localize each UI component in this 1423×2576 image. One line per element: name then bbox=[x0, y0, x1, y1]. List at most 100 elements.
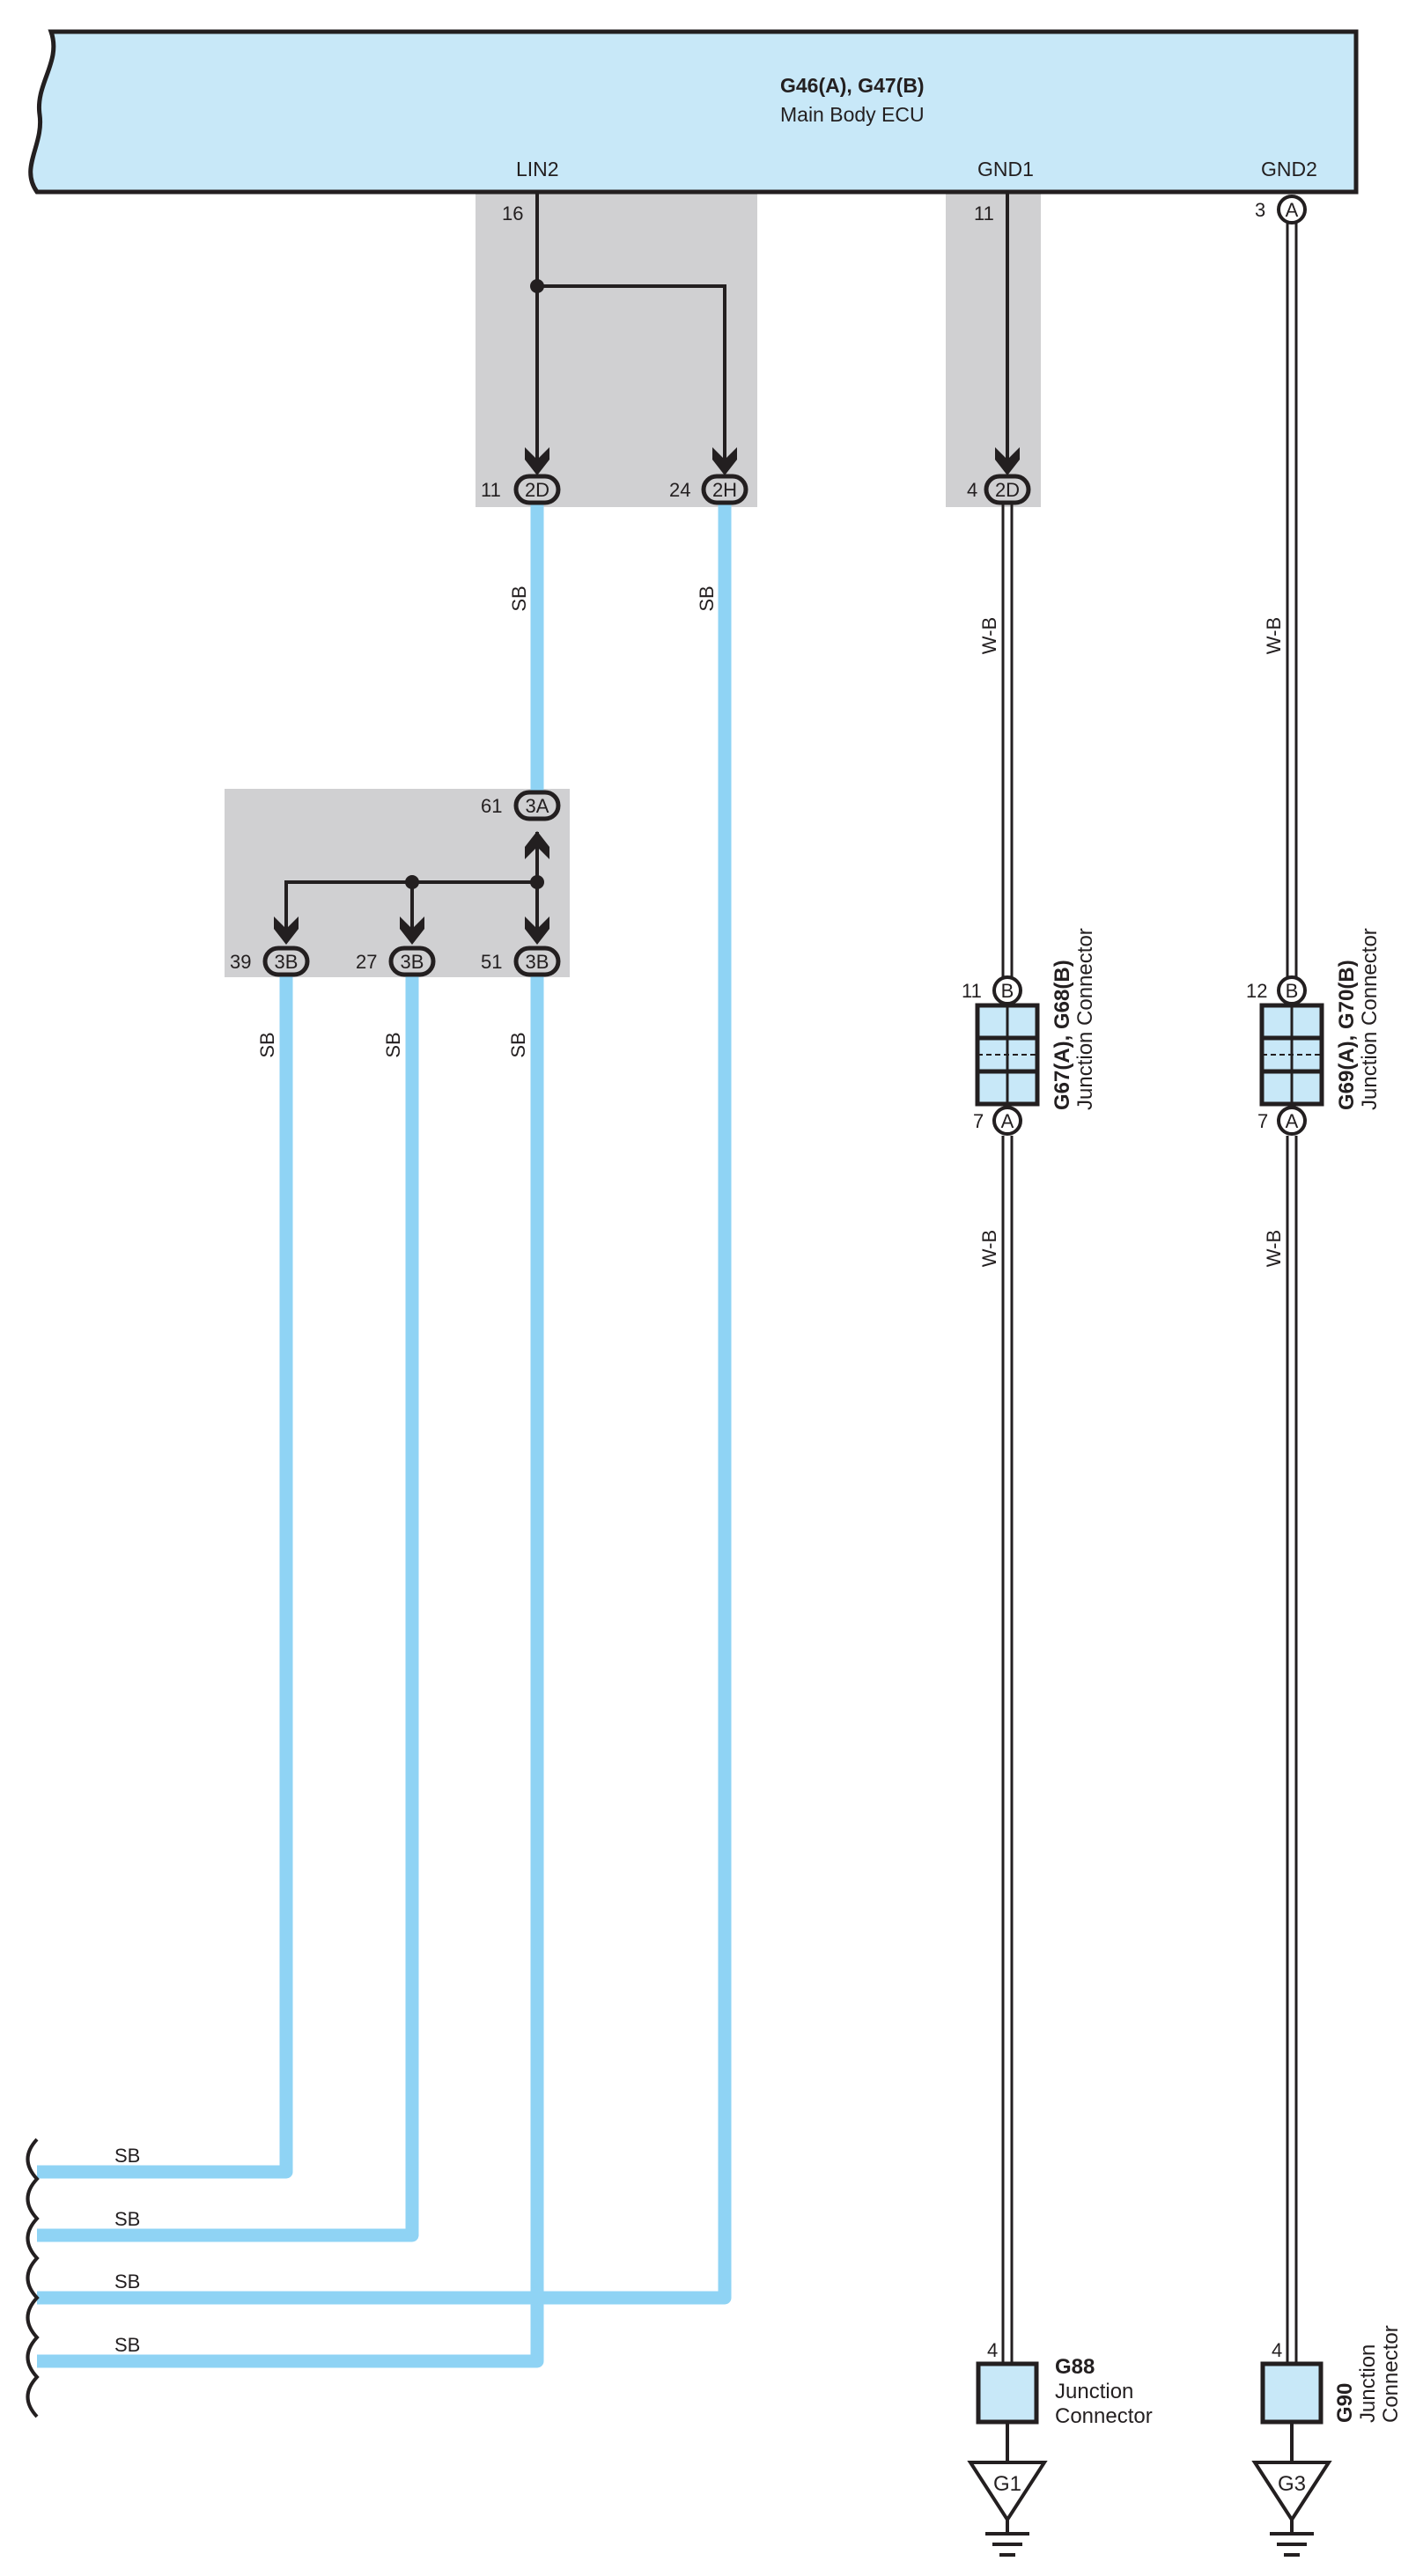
break-marker bbox=[26, 2138, 40, 2418]
sb-wire-39-out bbox=[37, 968, 293, 2179]
pin-numbers: 16 11 3 11 24 4 61 39 27 51 11 7 12 7 4 … bbox=[230, 199, 1282, 2361]
junction-name: Junction bbox=[1356, 2344, 1380, 2423]
splice-dot-3b bbox=[405, 875, 419, 889]
ecu-terminal-gnd1: GND1 bbox=[977, 158, 1034, 180]
chevron-down-icon bbox=[995, 447, 1020, 475]
junction-code: G88 bbox=[1055, 2355, 1095, 2379]
junction-block-g67 bbox=[975, 1003, 1040, 1107]
wire-color-label: SB bbox=[114, 2334, 140, 2356]
ground-label-g3: G3 bbox=[1278, 2472, 1306, 2496]
ground-label-g1: G1 bbox=[993, 2472, 1021, 2496]
junction-code: G69(A), G70(B) bbox=[1335, 960, 1359, 1110]
ecu-terminal-gnd2: GND2 bbox=[1261, 158, 1317, 180]
wire-color-labels: SB SB W-B W-B SB SB SB W-B W-B bbox=[256, 585, 1285, 1267]
chevron-down-icon bbox=[712, 447, 737, 475]
connector-code: 2H bbox=[712, 479, 737, 501]
connector-code: A bbox=[1286, 199, 1299, 221]
pin-number: 11 bbox=[481, 479, 501, 501]
connector-g67-b: B bbox=[992, 975, 1022, 1005]
chevron-down-icon bbox=[274, 916, 299, 945]
wb-wires bbox=[1001, 222, 1298, 2364]
wire-color-label: SB bbox=[696, 585, 718, 611]
pin-number: 16 bbox=[502, 202, 523, 224]
sb-wire-51-out bbox=[37, 968, 544, 2368]
connector-3b-27: 3B bbox=[388, 946, 436, 977]
wire-color-label: SB bbox=[256, 1032, 278, 1057]
splice-dot-3a bbox=[530, 875, 544, 889]
connector-code: B bbox=[1286, 980, 1299, 1002]
horizontal-wire-labels: SB SB SB SB bbox=[114, 2145, 140, 2356]
ecu-box bbox=[28, 29, 1359, 195]
pin-number: 11 bbox=[962, 980, 982, 1002]
pin-number: 4 bbox=[987, 2339, 998, 2361]
connector-code: 2D bbox=[995, 479, 1020, 501]
sb-wire-2h-out bbox=[37, 500, 732, 2305]
wire-color-label: SB bbox=[114, 2271, 140, 2293]
ecu-terminal-lin2: LIN2 bbox=[516, 158, 559, 180]
wire-color-label: SB bbox=[382, 1032, 404, 1057]
wire-color-label: SB bbox=[114, 2145, 140, 2167]
pin-number: 27 bbox=[356, 951, 377, 973]
connector-code: 3B bbox=[526, 951, 549, 973]
junction-block-g69 bbox=[1259, 1003, 1324, 1107]
connector-3b-51: 3B bbox=[513, 946, 561, 977]
wire-color-label: W-B bbox=[978, 1230, 1000, 1267]
pin-number: 24 bbox=[669, 479, 690, 501]
junction-label-g90: G90 Junction Connector bbox=[1333, 2325, 1403, 2423]
wire-color-label: SB bbox=[114, 2208, 140, 2230]
junction-name: Connector bbox=[1379, 2325, 1403, 2423]
pin-number: 7 bbox=[1257, 1110, 1268, 1132]
junction-internal-wiring bbox=[284, 192, 1009, 929]
ecu-name: Main Body ECU bbox=[780, 103, 925, 126]
junction-code: G67(A), G68(B) bbox=[1051, 960, 1074, 1110]
pin-number: 7 bbox=[973, 1110, 984, 1132]
junction-name: Connector bbox=[1055, 2404, 1153, 2428]
wire-color-label: W-B bbox=[978, 617, 1000, 654]
junction-block-shade-lin2 bbox=[476, 192, 757, 507]
junction-label-g69: G69(A), G70(B) Junction Connector bbox=[1335, 928, 1382, 1110]
sb-wire-27-out bbox=[37, 968, 419, 2242]
connector-3b-39: 3B bbox=[262, 946, 310, 977]
splice-dot-lin2 bbox=[530, 279, 544, 293]
connector-g67-a: A bbox=[992, 1106, 1022, 1136]
pin-number: 4 bbox=[967, 479, 977, 501]
splice-dots bbox=[405, 279, 544, 889]
connector-code: B bbox=[1001, 980, 1014, 1002]
chevron-down-icon bbox=[400, 916, 424, 945]
sb-wires bbox=[37, 500, 732, 2368]
pin-number: 12 bbox=[1246, 980, 1267, 1002]
chevron-down-icon bbox=[525, 916, 549, 945]
3b-branch bbox=[284, 880, 537, 929]
connector-code: 3A bbox=[526, 795, 549, 817]
connector-2d-lin2: 2D bbox=[513, 474, 561, 505]
junction-name: Junction Connector bbox=[1358, 928, 1382, 1110]
pin-number: 51 bbox=[481, 951, 502, 973]
pin-number: 11 bbox=[974, 202, 994, 224]
connector-gnd2-a: A bbox=[1277, 195, 1307, 224]
junction-box-g88 bbox=[976, 2361, 1039, 2425]
wire-color-label: W-B bbox=[1263, 1230, 1285, 1267]
wire-color-label: SB bbox=[507, 1032, 529, 1057]
chevron-up-icon bbox=[525, 831, 549, 859]
connector-g69-b: B bbox=[1277, 975, 1307, 1005]
chevron-down-icon bbox=[525, 447, 549, 475]
junction-label-g67: G67(A), G68(B) Junction Connector bbox=[1051, 928, 1097, 1110]
lin2-branch bbox=[537, 284, 726, 460]
connector-g69-a: A bbox=[1277, 1106, 1307, 1136]
ecu-connector-code: G46(A), G47(B) bbox=[780, 74, 925, 97]
junction-label-g88: G88 Junction Connector bbox=[1055, 2355, 1153, 2428]
connector-code: A bbox=[1001, 1110, 1014, 1132]
wire-color-label: SB bbox=[508, 585, 530, 611]
junction-name: Junction bbox=[1055, 2380, 1133, 2403]
connector-2h: 2H bbox=[701, 474, 748, 505]
connector-code: 2D bbox=[525, 479, 549, 501]
connector-3a: 3A bbox=[513, 790, 561, 821]
ground-symbol-g3 bbox=[1251, 2461, 1332, 2557]
connector-2d-gnd1: 2D bbox=[984, 474, 1031, 505]
connector-code: A bbox=[1286, 1110, 1299, 1132]
main-body-ecu: G46(A), G47(B) Main Body ECU LIN2 GND1 G… bbox=[28, 29, 1359, 195]
junction-block-shade-gnd1 bbox=[946, 192, 1041, 507]
junction-code: G90 bbox=[1333, 2383, 1357, 2423]
pin-number: 3 bbox=[1255, 199, 1265, 221]
